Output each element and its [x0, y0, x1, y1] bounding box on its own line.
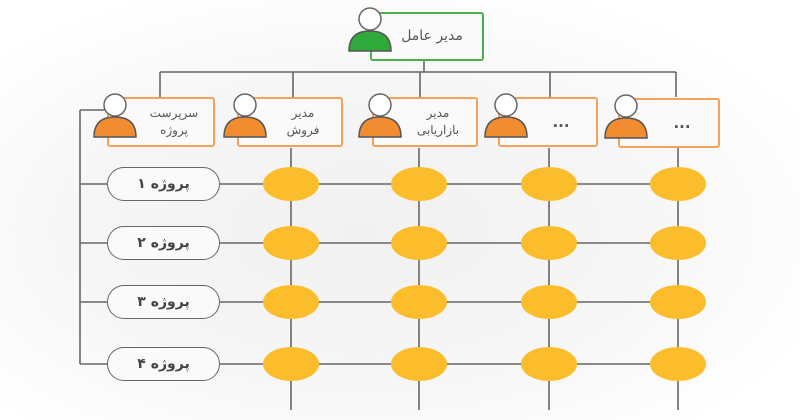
project-pill: پروژه ۳ [107, 285, 220, 319]
assignment-node [263, 226, 319, 260]
assignment-node [650, 167, 706, 201]
assignment-node [263, 285, 319, 319]
person-icon [358, 93, 402, 138]
assignment-node [391, 167, 447, 201]
assignment-node [521, 167, 577, 201]
manager-title: ... [673, 113, 691, 132]
manager-subtitle: پروژه [160, 123, 188, 137]
manager-title: سرپرست [149, 106, 199, 120]
assignment-node [263, 347, 319, 381]
project-pill: پروژه ۱ [107, 167, 220, 201]
ceo-person-icon [348, 7, 392, 52]
assignment-node [263, 167, 319, 201]
assignment-node [650, 285, 706, 319]
assignment-node [521, 226, 577, 260]
manager-subtitle: فروش [286, 123, 320, 137]
assignment-node [391, 347, 447, 381]
project-pill: پروژه ۲ [107, 226, 220, 260]
assignment-node [521, 285, 577, 319]
manager-title: مدیر [426, 106, 450, 120]
assignment-node [391, 226, 447, 260]
person-icon [604, 94, 648, 139]
ceo-box: مدیر عامل [370, 12, 484, 61]
assignment-node [650, 226, 706, 260]
assignment-node [391, 285, 447, 319]
assignment-node [650, 347, 706, 381]
manager-subtitle: بازاریابی [416, 123, 460, 137]
manager-title: مدیر [291, 106, 315, 120]
project-pill: پروژه ۴ [107, 347, 220, 381]
assignment-node [521, 347, 577, 381]
person-icon [223, 93, 267, 138]
person-icon [484, 93, 528, 138]
person-icon [93, 93, 137, 138]
manager-title: ... [552, 112, 570, 131]
ceo-label: مدیر عامل [401, 28, 463, 44]
